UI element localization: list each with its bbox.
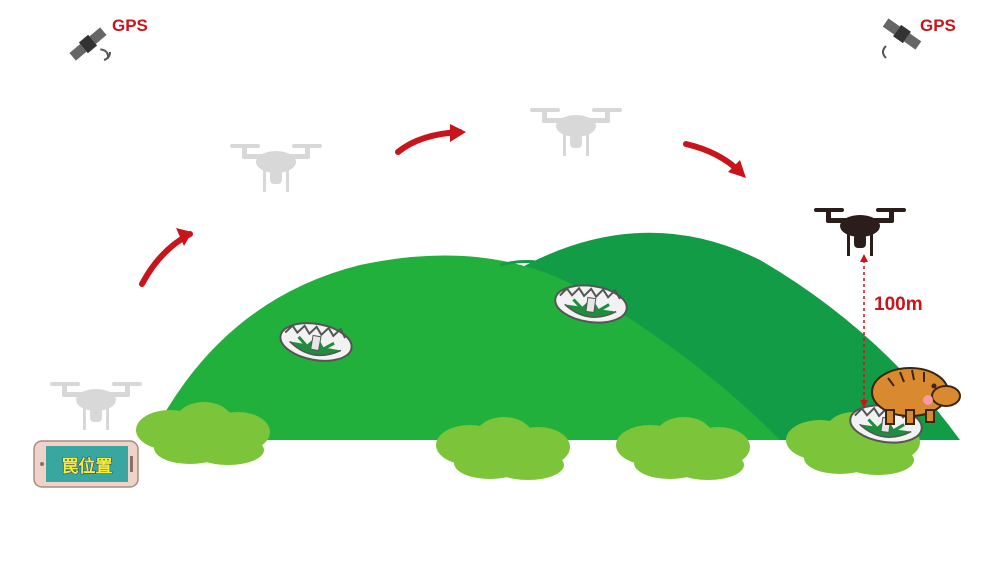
satellite-icon-left <box>69 27 110 61</box>
boar-icon <box>871 367 961 425</box>
drone-icon-mid1 <box>230 144 322 192</box>
drone-icon-start <box>50 382 142 430</box>
satellite-icon-right <box>882 18 922 50</box>
hill-front <box>150 255 780 440</box>
gps-label-right: GPS <box>920 16 956 35</box>
phone-screen-text: 罠位置 <box>62 456 113 477</box>
gps-label-left: GPS <box>112 16 148 35</box>
drone-icon-active <box>814 208 906 256</box>
distance-label: 100m <box>874 294 923 315</box>
smartphone-icon: 罠位置 <box>33 440 139 488</box>
flight-arrow-3 <box>683 141 743 175</box>
drone-icon-mid2 <box>530 108 622 156</box>
